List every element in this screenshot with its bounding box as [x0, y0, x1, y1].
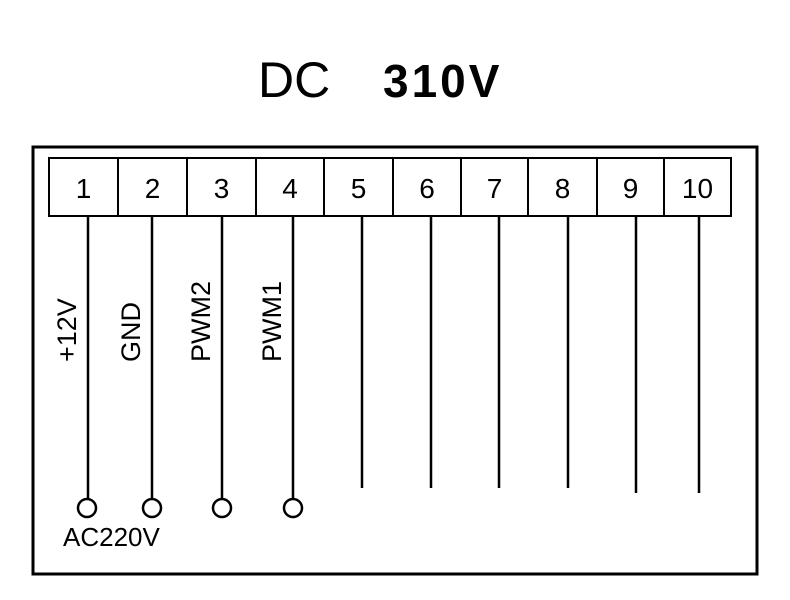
terminal-connector-2 [141, 497, 163, 519]
terminal-number-8: 8 [555, 173, 571, 204]
terminal-number-2: 2 [145, 173, 161, 204]
terminal-strip: 1 2 3 4 5 6 7 8 9 10 [48, 157, 732, 217]
terminal-connector-4 [282, 497, 304, 519]
terminal-wires: +12V GND PWM2 PWM1 [52, 216, 701, 519]
title-dc: DC [258, 52, 330, 108]
terminal-number-7: 7 [487, 173, 503, 204]
signal-label-1: +12V [52, 298, 82, 362]
signal-label-3: PWM2 [186, 281, 216, 362]
terminal-number-1: 1 [76, 173, 92, 204]
terminal-connector-1 [76, 497, 98, 519]
terminal-number-5: 5 [351, 173, 367, 204]
signal-label-4: PWM1 [257, 281, 287, 362]
terminal-number-6: 6 [419, 173, 435, 204]
terminal-number-3: 3 [214, 173, 230, 204]
signal-label-2: GND [116, 302, 146, 362]
terminal-cell-10 [663, 157, 732, 217]
enclosure-outline [31, 145, 759, 576]
terminal-connector-3 [211, 497, 233, 519]
title-voltage: 310V [383, 55, 502, 107]
ac220v-label: AC220V [63, 522, 160, 552]
terminal-number-9: 9 [623, 173, 639, 204]
terminal-number-10: 10 [682, 173, 713, 204]
terminal-number-4: 4 [282, 173, 298, 204]
